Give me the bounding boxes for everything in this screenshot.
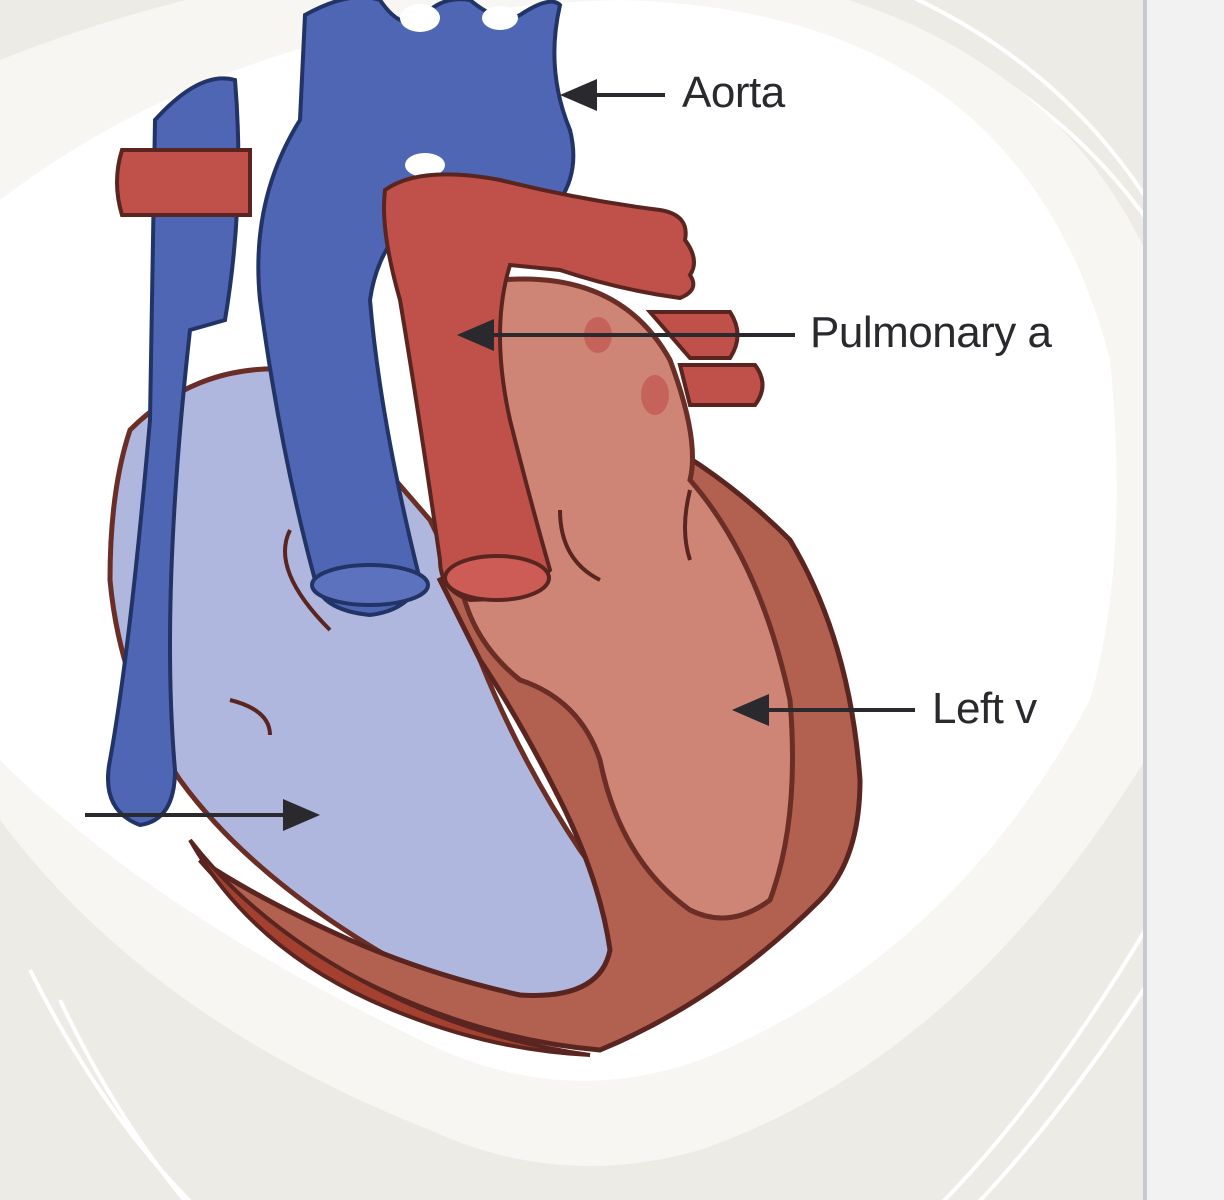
aorta-arch-gaps <box>400 4 518 177</box>
label-pulmonary-artery: Pulmonary a <box>810 308 1052 357</box>
pulmonary-valve <box>443 554 551 602</box>
heart-diagram <box>0 0 1145 1200</box>
left-ventricle-chamber <box>457 276 795 921</box>
label-pointers <box>85 78 915 832</box>
pulmonary-artery-branch-left <box>115 148 252 217</box>
vena-cava <box>106 76 241 828</box>
slide-canvas: Aorta Pulmonary a Left v <box>0 0 1145 1200</box>
aortic-valve <box>310 563 430 607</box>
pulmonary-artery-trunk <box>382 172 696 603</box>
valve-leaflets <box>229 489 692 736</box>
side-panel <box>1147 0 1224 1200</box>
label-left-ventricle: Left v <box>932 684 1037 733</box>
myocardium-outer-band <box>188 838 591 1057</box>
label-aorta: Aorta <box>682 68 785 117</box>
panel-divider[interactable] <box>1143 0 1147 1200</box>
